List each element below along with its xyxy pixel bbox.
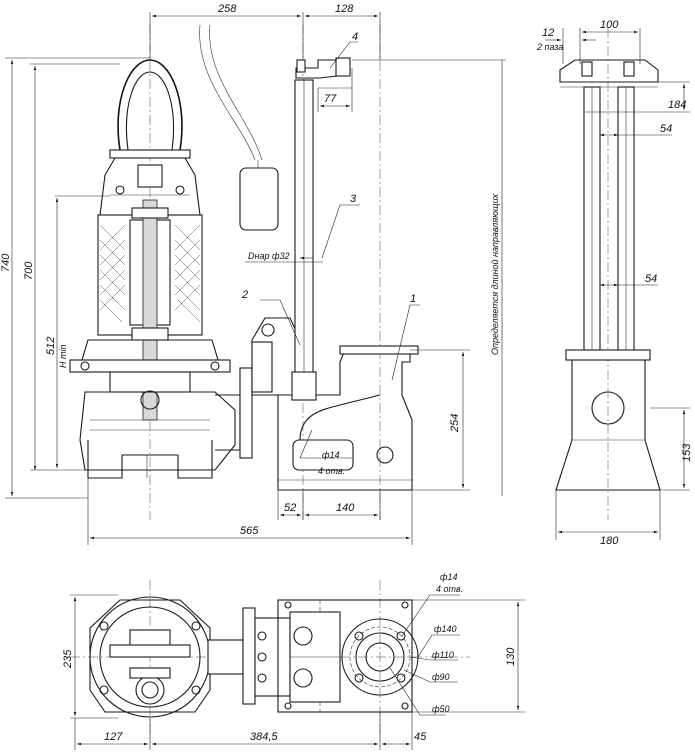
dim-235: 235 [62,649,74,669]
base-elbow [277,349,413,491]
dim-130: 130 [505,647,517,666]
plan-view [70,580,525,750]
label-d14-front: ф14 [322,450,340,460]
power-cable [199,24,256,161]
stator-hatch-right [174,224,201,323]
dim-140: 140 [336,502,355,514]
label-2-grooves: 2 паза [536,42,563,52]
dim-258: 258 [217,3,237,15]
dim-740: 740 [0,253,12,272]
callout-4: 4 [352,31,358,43]
dim-700: 700 [23,261,35,280]
float-switch [239,167,279,231]
label-4-holes-front: 4 отв. [318,466,345,476]
dim-153: 153 [681,443,693,462]
label-dnar-32: Dнар ф32 [248,251,290,261]
dim-254: 254 [449,414,461,433]
callout-1: 1 [410,293,416,305]
dim-184: 184 [668,99,686,111]
dim-565: 565 [240,525,259,537]
front-view [5,12,506,545]
dim-45: 45 [414,731,427,743]
note-vertical: Определяется длиной направляющих [490,193,500,355]
label-d90-plan: ф90 [432,672,450,682]
side-view [545,28,690,540]
stator-hatch-left [99,224,126,323]
label-d50-plan: ф50 [432,704,450,714]
dim-54-mid: 54 [645,273,657,285]
plan-pump-flange [89,599,211,713]
dim-128: 128 [335,3,354,15]
label-d110-plan: ф110 [432,650,454,660]
dim-127: 127 [104,731,123,743]
label-d140-plan: ф140 [434,624,457,634]
label-h-min: H min [58,344,68,368]
dim-100: 100 [600,19,619,31]
dim-384-5: 384,5 [250,731,278,743]
callout-2: 2 [241,289,248,301]
plan-coupling [254,617,291,697]
dim-52: 52 [284,502,296,514]
callout-3: 3 [350,193,357,205]
dim-180: 180 [600,535,619,547]
dim-512: 512 [45,337,57,355]
dim-12: 12 [542,27,554,39]
label-4-holes-plan: 4 отв. [436,584,463,594]
label-d14-plan: ф14 [440,572,458,582]
dim-77: 77 [324,93,337,105]
dim-54-top: 54 [660,123,672,135]
